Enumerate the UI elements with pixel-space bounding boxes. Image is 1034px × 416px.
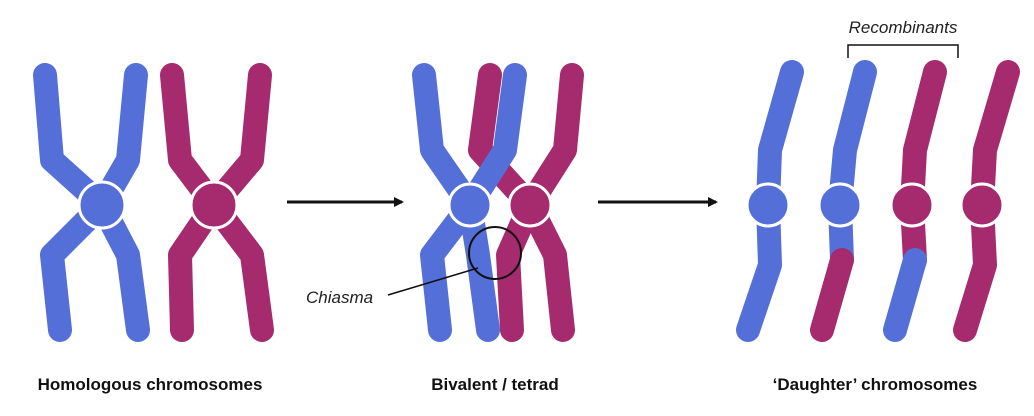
daughter-chromatid-3-top	[900, 60, 947, 272]
chiasma-label: Chiasma	[306, 288, 373, 307]
recombinants-label: Recombinants	[849, 18, 958, 37]
daughter-caption: ‘Daughter’ chromosomes	[773, 375, 978, 394]
magenta-x-chromosome	[160, 63, 274, 342]
daughter-centromere-1	[745, 182, 791, 228]
daughter-centromere-3	[889, 182, 935, 228]
recombinants-bracket	[847, 44, 959, 58]
blue-centromere	[77, 180, 127, 230]
blue-centromere-bivalent	[447, 182, 493, 228]
daughter-chromatid-2-bottom	[810, 248, 854, 342]
chiasma-marker	[468, 226, 522, 280]
homologous-caption: Homologous chromosomes	[38, 375, 263, 394]
daughter-centromere-4	[959, 182, 1005, 228]
magenta-centromere	[189, 180, 239, 230]
homologous-chromosomes-panel: Homologous chromosomes	[33, 63, 274, 394]
bivalent-panel: Chiasma Bivalent / tetrad	[306, 63, 584, 394]
daughter-chromatid-3-bottom	[883, 248, 927, 342]
daughter-chromatid-2-top	[828, 60, 877, 272]
blue-x-chromosome	[33, 63, 150, 342]
bivalent-caption: Bivalent / tetrad	[431, 375, 559, 394]
magenta-centromere-bivalent	[507, 182, 553, 228]
chiasma-pointer	[387, 267, 479, 296]
daughter-centromere-2	[817, 182, 863, 228]
daughter-chromosomes-panel: Recombinants ‘Daughter’ chromosomes	[736, 18, 1020, 394]
